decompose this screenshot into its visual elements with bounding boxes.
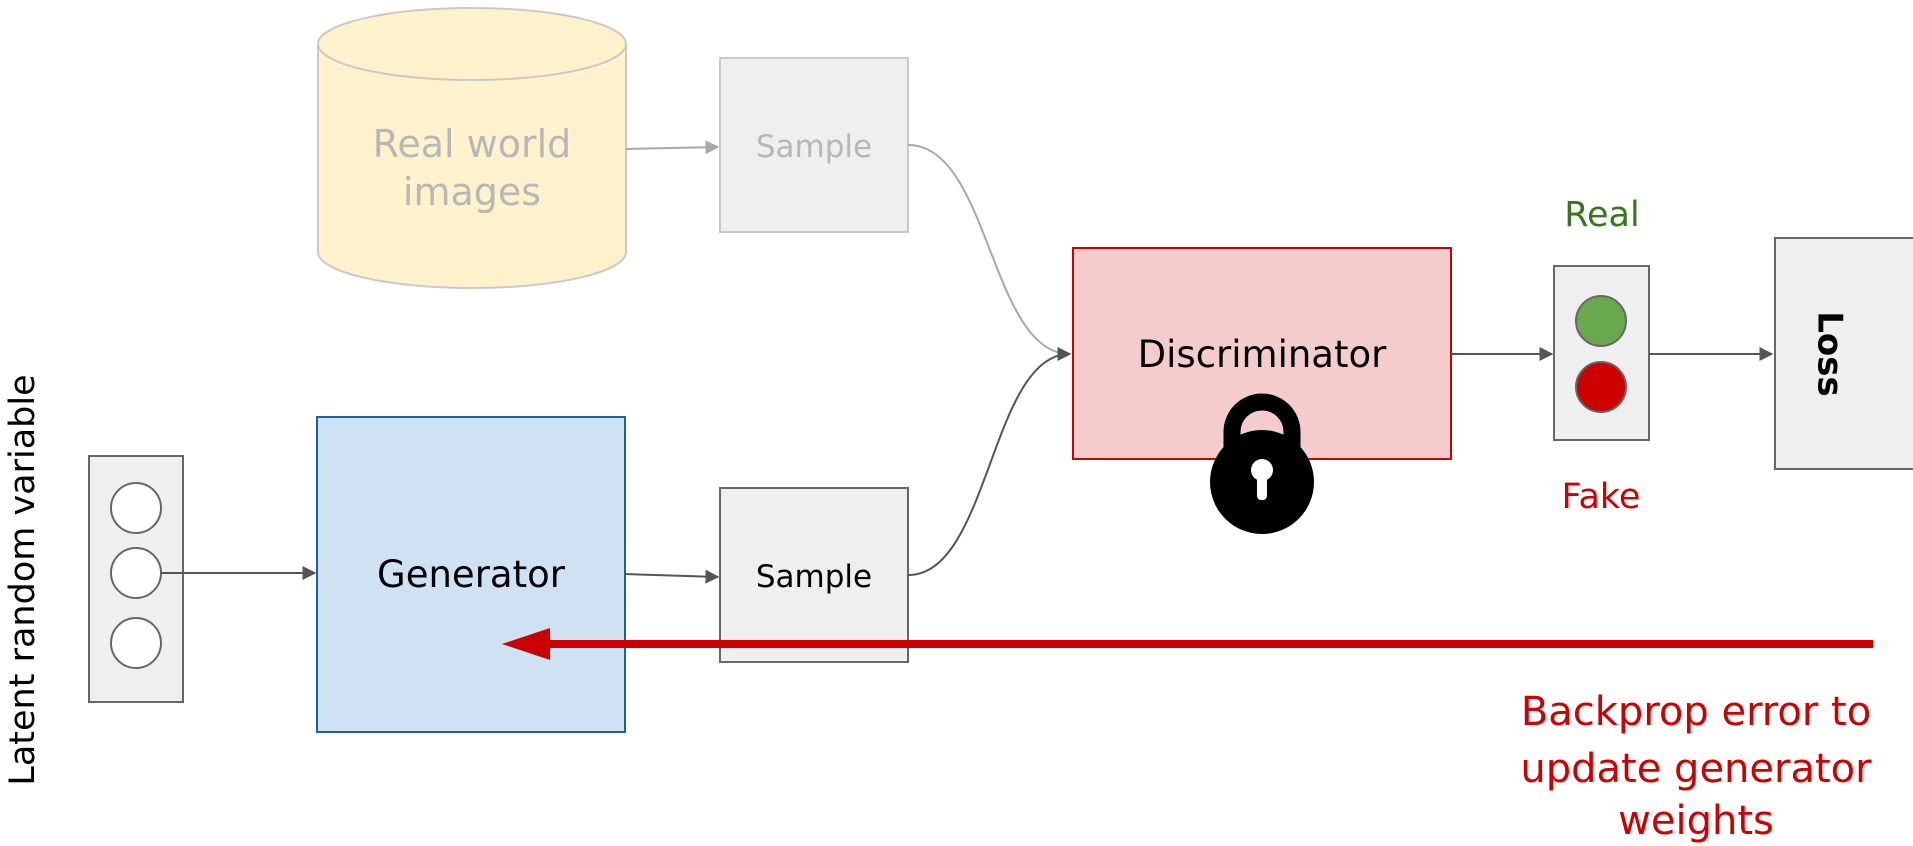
backprop-text-line1: Backprop error to (1521, 689, 1871, 735)
latent-node-1 (110, 482, 162, 534)
sample-fake-box: Sample (719, 487, 909, 663)
discriminator-box: Discriminator (1072, 247, 1452, 460)
loss-box: Loss (1774, 237, 1913, 470)
real-world-images-database: Real world images (317, 7, 627, 289)
latent-node-2 (110, 547, 162, 599)
arrow-generator-to-sample (624, 569, 720, 584)
real-label: Real (1564, 195, 1639, 235)
latent-vector (88, 455, 184, 703)
discriminator-label: Discriminator (1138, 333, 1387, 376)
real-images-label-line1: Real world (373, 122, 572, 166)
arrow-sample-fake-to-discriminator (907, 347, 1072, 576)
backprop-arrow (502, 628, 1873, 660)
sample-real-label: Sample (756, 129, 872, 165)
backprop-text-line2: update generator (1520, 746, 1872, 792)
arrow-sample-real-to-discriminator (907, 144, 1072, 361)
output-indicator (1553, 265, 1650, 441)
real-images-label-line2: images (403, 170, 541, 214)
backprop-text-line3: weights (1618, 798, 1774, 844)
sample-real-box: Sample (719, 57, 909, 233)
fake-label: Fake (1562, 477, 1641, 517)
fake-indicator-light (1575, 361, 1627, 413)
sample-fake-label: Sample (756, 559, 872, 595)
generator-label: Generator (377, 553, 566, 596)
arrow-real-to-sample (625, 140, 720, 155)
generator-box: Generator (316, 416, 626, 733)
latent-variable-label: Latent random variable (3, 374, 43, 785)
loss-label: Loss (1810, 311, 1850, 397)
lock-icon (1210, 393, 1314, 534)
real-indicator-light (1575, 295, 1627, 347)
latent-node-3 (110, 617, 162, 669)
